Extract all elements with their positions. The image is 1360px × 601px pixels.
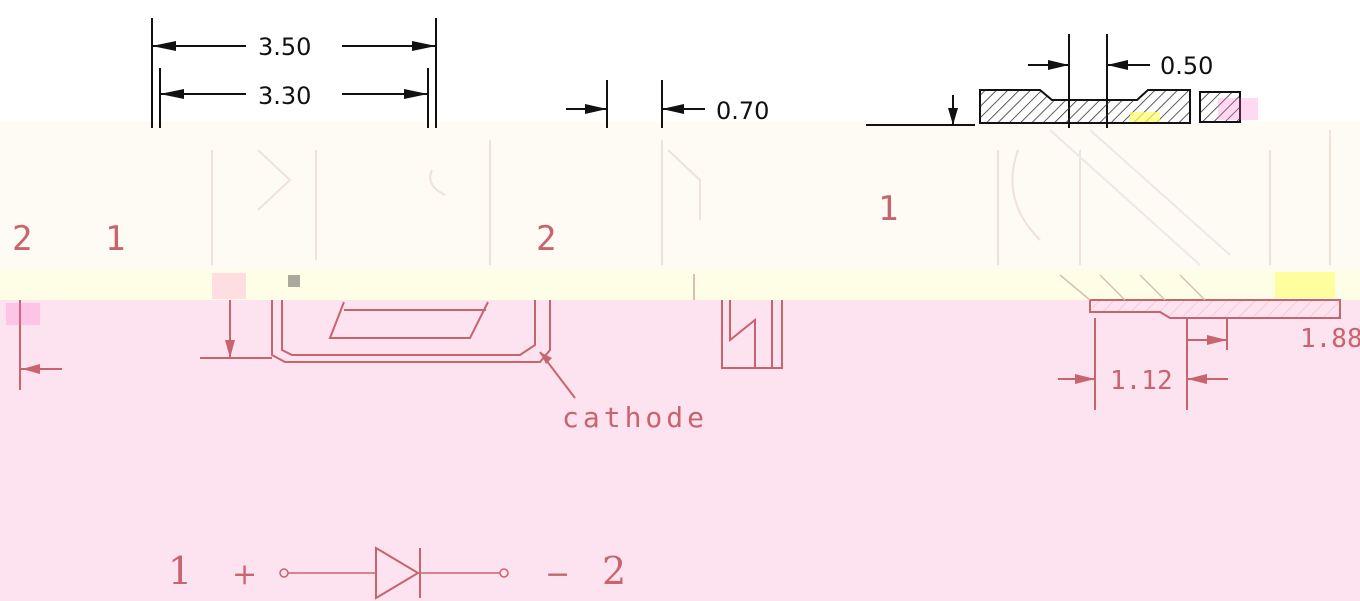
diode-schematic: 1 + − 2 bbox=[168, 546, 626, 600]
schematic-minus: − bbox=[545, 557, 570, 592]
cross-section-bottom bbox=[1058, 299, 1341, 410]
pin-labels-faint: 2 1 2 1 bbox=[12, 189, 898, 259]
dimension-side-gap bbox=[566, 80, 705, 128]
pin-label-2-middle: 2 bbox=[536, 219, 556, 259]
pin-label-1-left: 1 bbox=[105, 219, 125, 259]
dimension-label-3.30: 3.30 bbox=[258, 82, 311, 110]
dimension-label-0.50: 0.50 bbox=[1160, 52, 1213, 80]
cathode-label: cathode bbox=[562, 401, 708, 434]
dimension-top-inner bbox=[159, 68, 429, 128]
package-outline-faint bbox=[211, 129, 1331, 266]
dimension-label-3.50: 3.50 bbox=[258, 33, 311, 61]
background-band-yellow bbox=[0, 270, 1360, 302]
package-bottom-view bbox=[200, 300, 551, 363]
dimension-label-1.12: 1.12 bbox=[1110, 366, 1173, 396]
background-band-cream bbox=[0, 122, 1360, 272]
background-band-pink bbox=[0, 300, 1360, 601]
dimension-top-outer bbox=[151, 18, 437, 128]
pin-label-1-right: 1 bbox=[878, 189, 898, 229]
left-dimension-tick bbox=[6, 300, 62, 390]
schematic-pin-1: 1 bbox=[168, 549, 192, 593]
cross-section-top bbox=[979, 89, 1258, 124]
pin-label-2-left: 2 bbox=[12, 219, 32, 259]
dimension-label-0.70: 0.70 bbox=[716, 97, 769, 125]
dimension-label-1.88: 1.88 bbox=[1300, 324, 1360, 354]
schematic-plus: + bbox=[232, 557, 257, 592]
yellow-band-details bbox=[212, 272, 1335, 301]
package-side-view bbox=[721, 300, 783, 369]
schematic-pin-2: 2 bbox=[602, 549, 626, 593]
cathode-leader bbox=[539, 351, 576, 399]
dimension-right-height bbox=[866, 95, 975, 126]
